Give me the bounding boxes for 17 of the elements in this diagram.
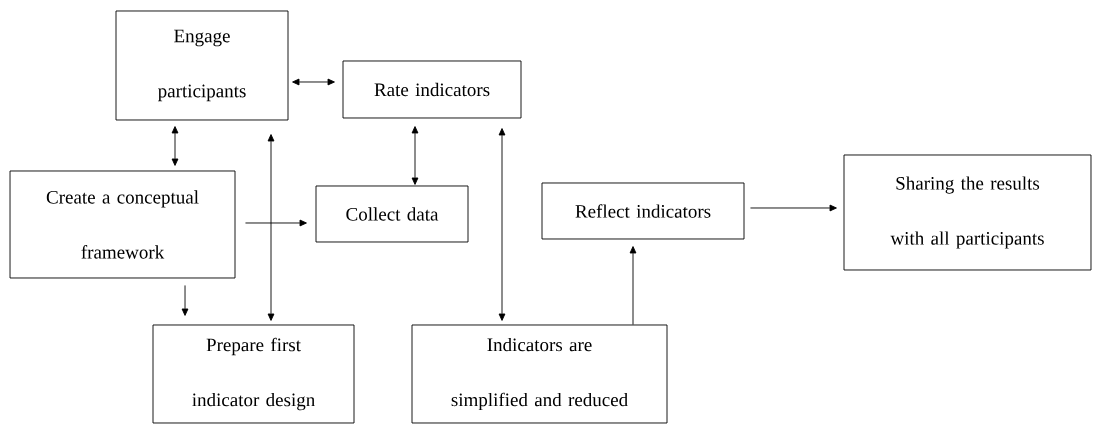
process-box: Reflect indicators [541,182,745,240]
process-box: Sharing the results with all participants [843,154,1092,271]
arrow [411,126,419,185]
process-box: Collect data [315,185,469,243]
arrow [498,128,506,321]
arrow [267,134,275,321]
arrow [750,204,837,212]
arrow [629,246,637,325]
process-box: Prepare first indicator design [152,324,355,424]
process-box: Engage participants [115,10,289,121]
arrow [181,285,189,316]
arrow [245,219,307,227]
process-box: Indicators are simplified and reduced [411,324,668,424]
process-box: Create a conceptual framework [9,170,236,279]
process-box: Rate indicators [342,60,522,119]
arrow [171,126,179,166]
arrow [292,78,335,86]
